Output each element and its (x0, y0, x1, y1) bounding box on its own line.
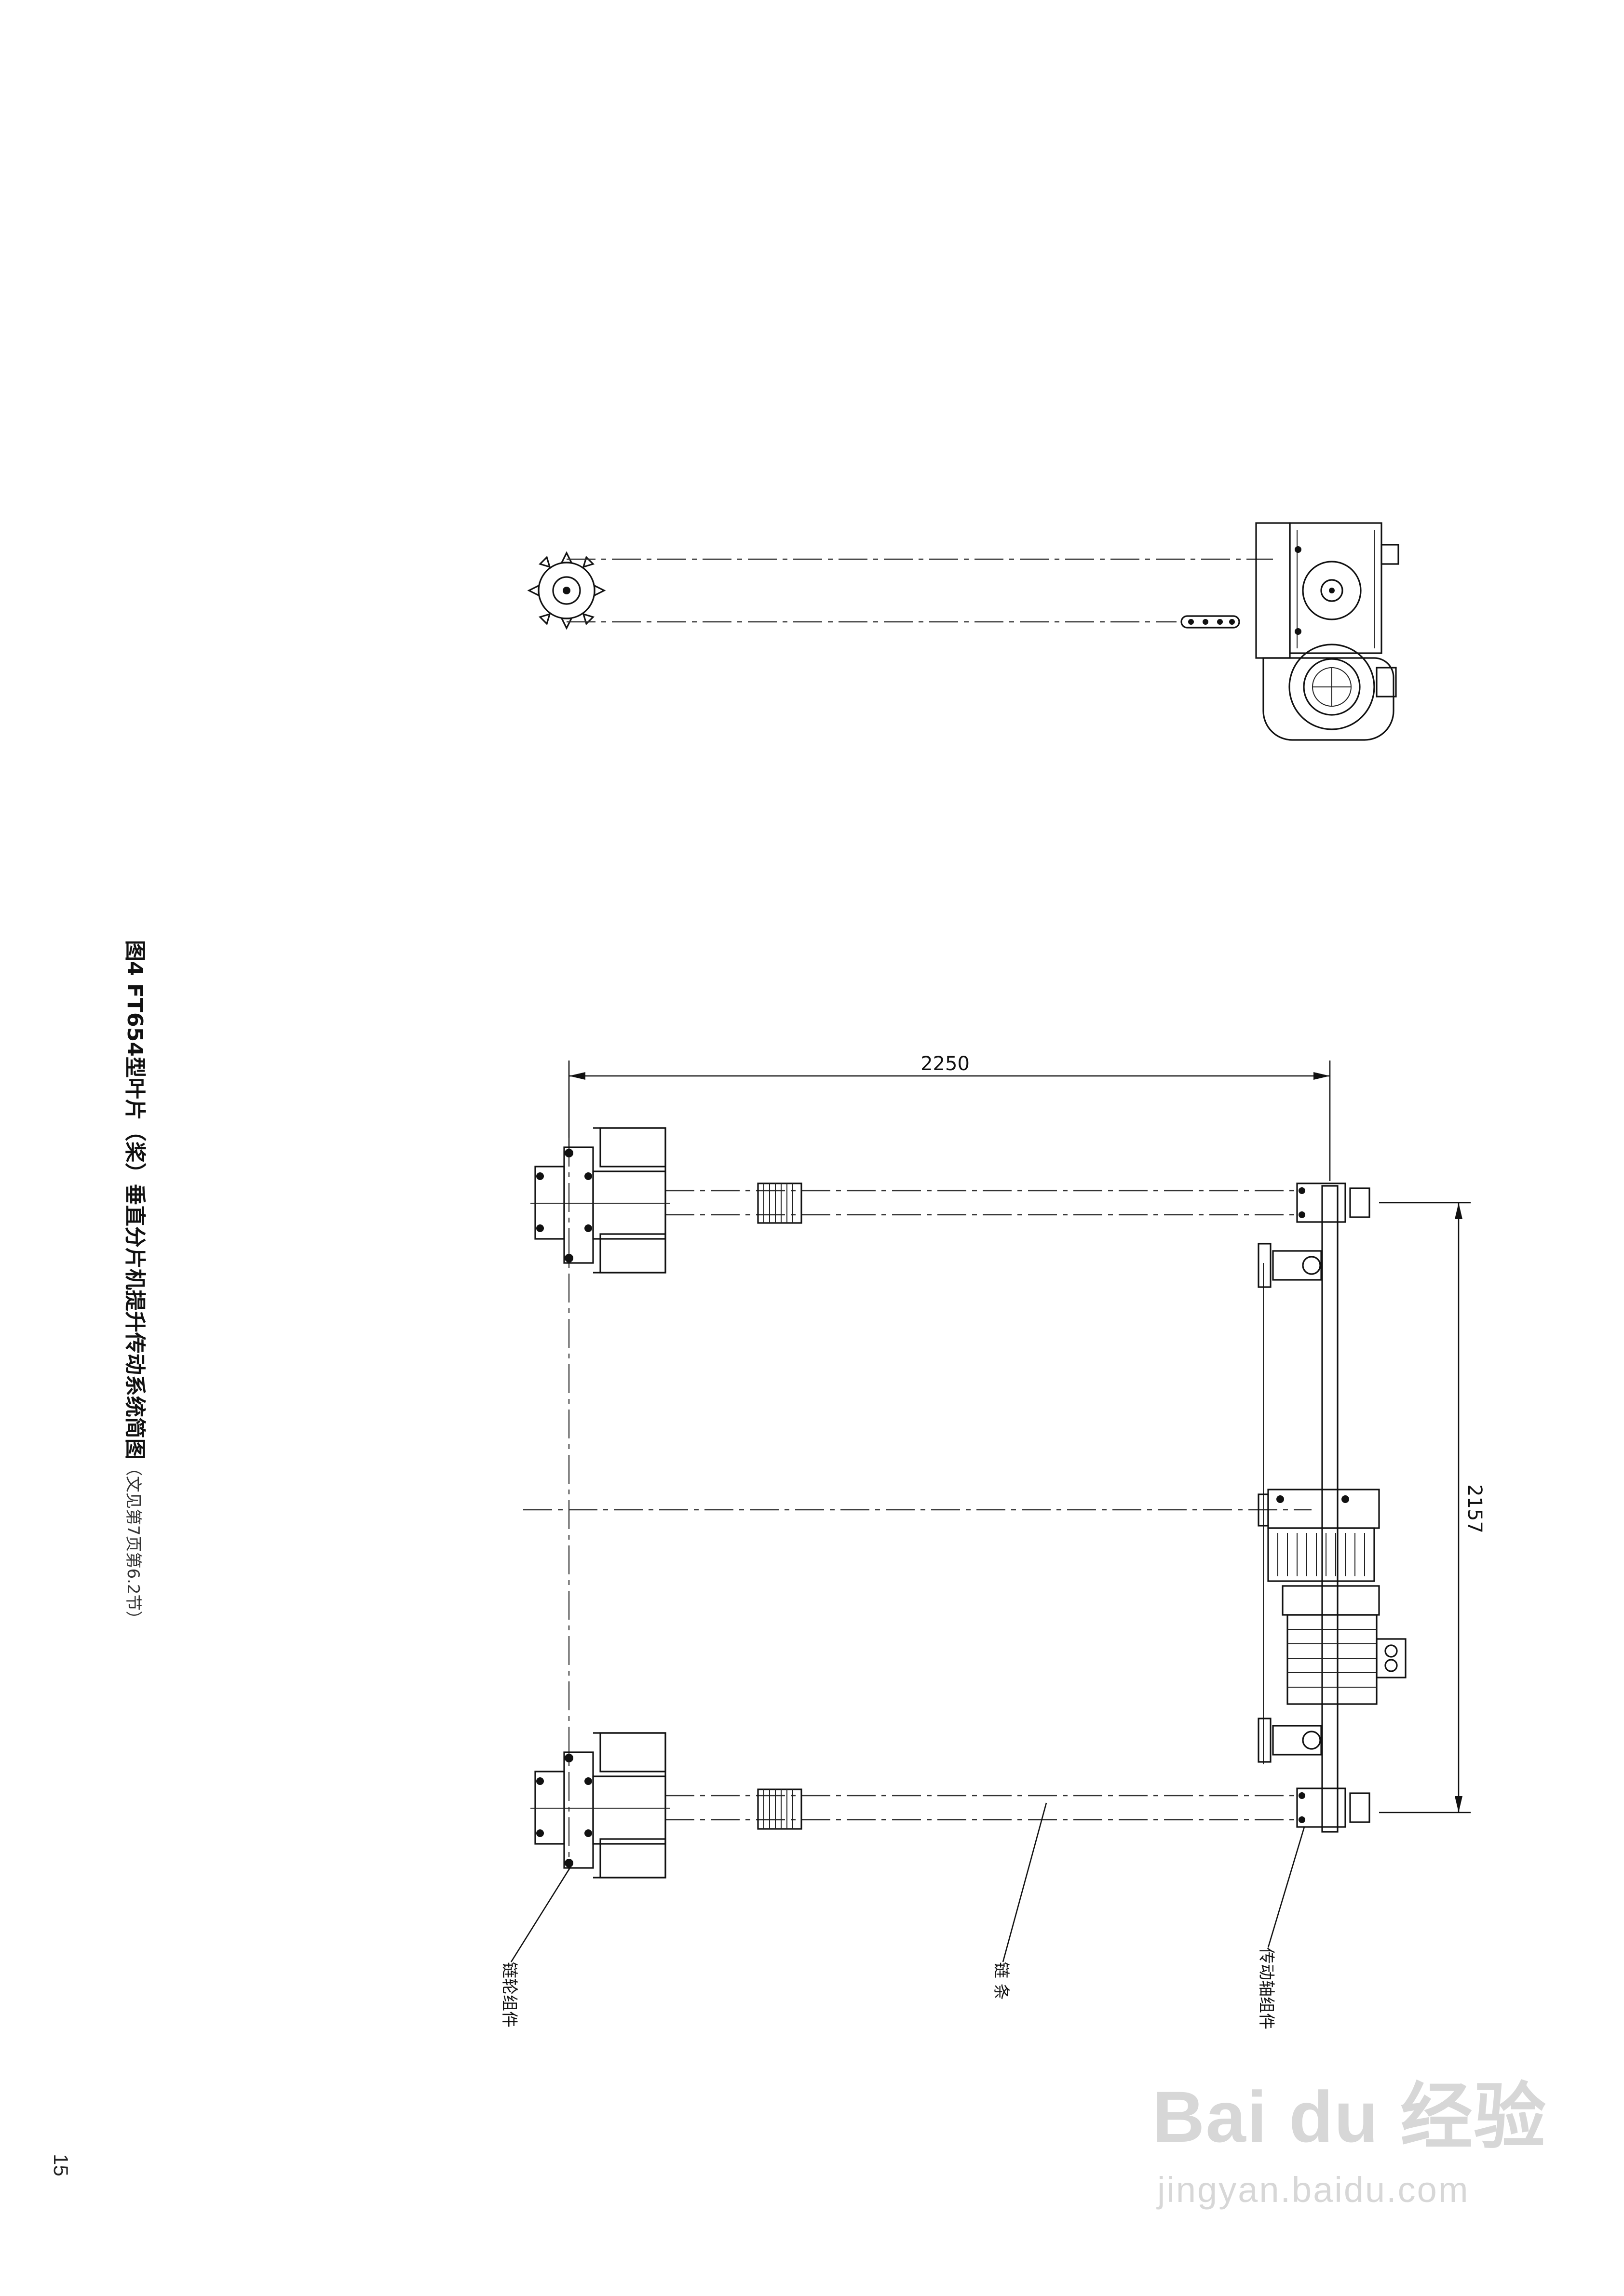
gearbox (1258, 1489, 1380, 1582)
callout-leaders (510, 1802, 1305, 1962)
watermark-url: jingyan.baidu.com (1157, 2170, 1470, 2210)
figure-caption-main: 图4 FT654型叶片（桨）垂直分片机提升传动系统简图 (122, 940, 147, 1460)
figure-caption-sub: （文见第7页第6.2节） (123, 1459, 143, 1627)
sprocket-assembly-bottom (530, 1732, 670, 1879)
motor (1282, 1585, 1407, 1705)
sprocket-assembly-top (530, 1127, 670, 1274)
gearbox-housing (1255, 522, 1399, 659)
watermark-brand: Bai du 经验 (1152, 2076, 1547, 2157)
width-dimension-label: 2250 (920, 1053, 970, 1075)
chain-links (1180, 615, 1240, 629)
chain-label: 链 条 (991, 1962, 1011, 2000)
chain-bottom (665, 1788, 1302, 1830)
height-dimension (1379, 1202, 1471, 1813)
width-dimension (568, 1061, 1331, 1181)
idler-sprocket (527, 551, 606, 630)
figure-caption: 图4 FT654型叶片（桨）垂直分片机提升传动系统简图（文见第7页第6.2节） (114, 940, 152, 1627)
height-dimension-label: 2157 (1463, 1484, 1486, 1533)
chain-top (665, 1182, 1302, 1224)
sprocket-assembly-label: 链轮组件 (500, 1962, 519, 2027)
motor-endview (1262, 644, 1397, 741)
side-elevation-view (527, 522, 1399, 741)
page-number: 15 (50, 2154, 72, 2176)
plan-view (510, 1061, 1471, 1962)
drive-shaft-assembly-label: 传动轴组件 (1257, 1947, 1276, 2029)
drive-shaft (1258, 1182, 1370, 1833)
